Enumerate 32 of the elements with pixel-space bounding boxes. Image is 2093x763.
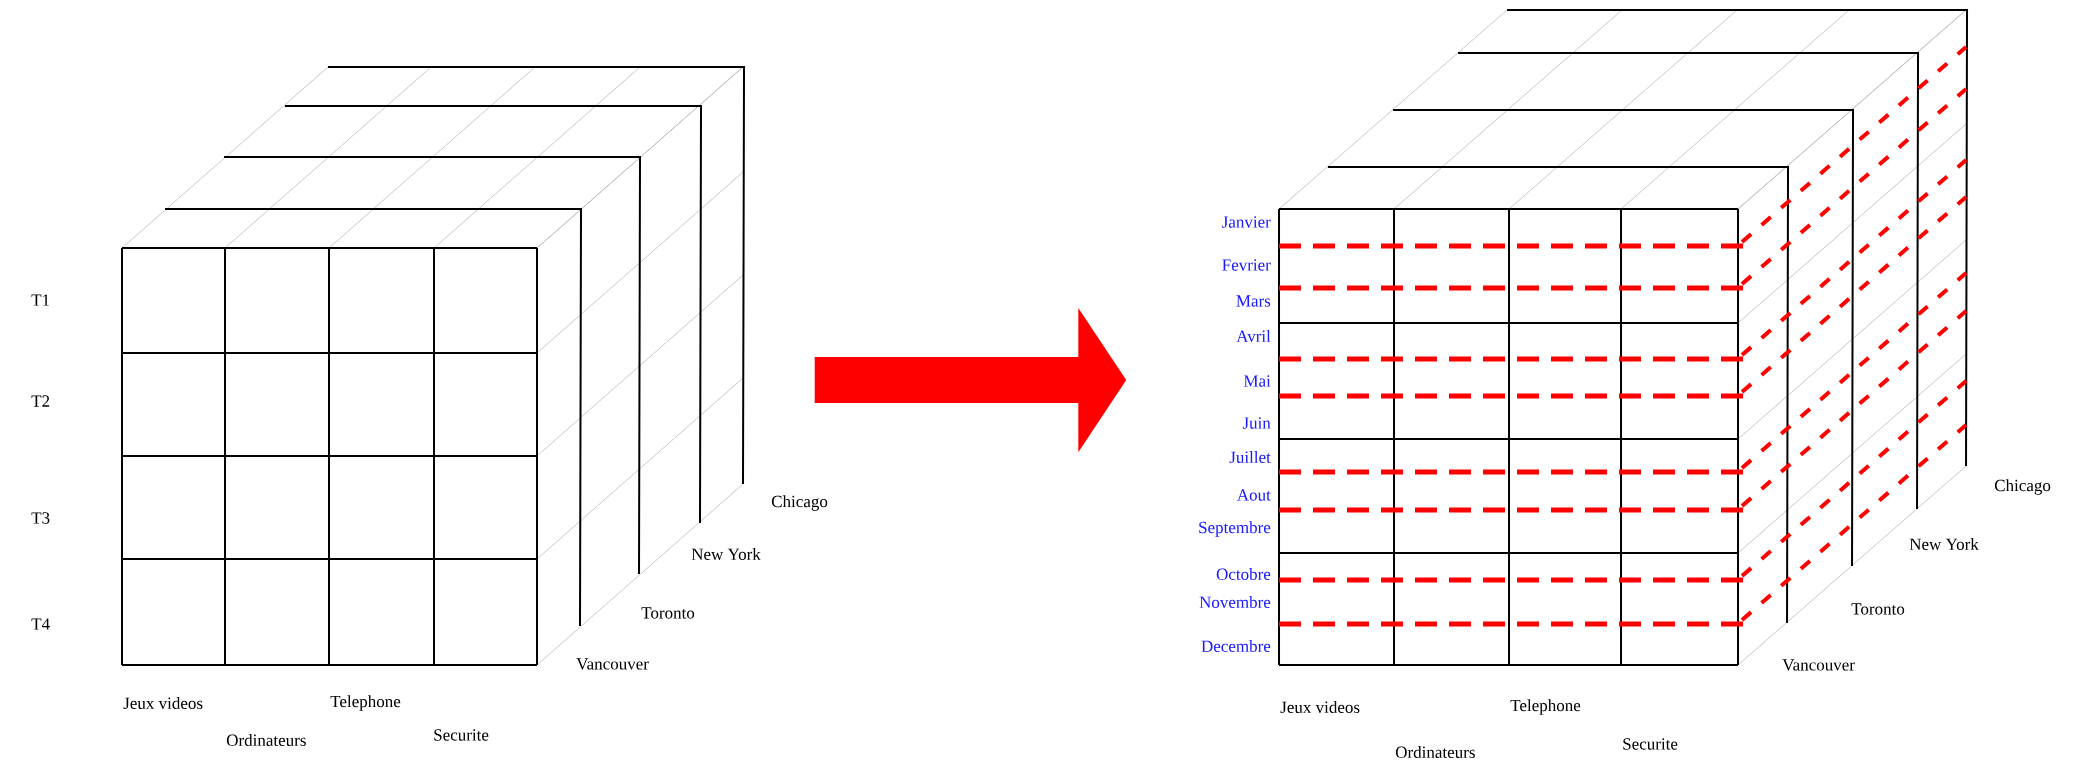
month-label: Novembre	[1199, 596, 1271, 608]
axis-label: T2	[31, 395, 50, 407]
axis-label: Securite	[434, 729, 489, 741]
axis-label: Ordinateurs	[1395, 746, 1475, 758]
month-label: Aout	[1237, 489, 1271, 501]
month-label: Fevrier	[1222, 259, 1271, 271]
axis-label: T1	[31, 294, 50, 306]
axis-label: Jeux videos	[123, 697, 203, 709]
month-label: Octobre	[1216, 568, 1271, 580]
month-label: Mai	[1243, 375, 1271, 387]
axis-label: Securite	[1623, 738, 1678, 750]
axis-label: Telephone	[330, 695, 401, 711]
month-label: Septembre	[1199, 521, 1271, 537]
axis-label: Telephone	[1510, 699, 1581, 715]
month-label: Decembre	[1201, 640, 1271, 652]
month-label: Juin	[1242, 417, 1271, 429]
month-label: Mars	[1236, 295, 1271, 307]
axis-label: T4	[31, 618, 50, 630]
axis-label: Vancouver	[576, 658, 649, 670]
axis-label: Ordinateurs	[226, 734, 306, 746]
axis-label: Toronto	[641, 607, 695, 619]
month-label: Janvier	[1222, 216, 1271, 228]
month-label: Avril	[1236, 330, 1271, 342]
month-label: Juillet	[1229, 451, 1271, 463]
axis-label: Chicago	[771, 495, 828, 511]
axis-label: Jeux videos	[1280, 701, 1360, 713]
axis-label: Chicago	[1994, 479, 2051, 495]
axis-label: Toronto	[1851, 603, 1905, 615]
axis-label: Vancouver	[1782, 659, 1855, 671]
axis-label: T3	[31, 512, 50, 524]
axis-label: New York	[1909, 538, 1979, 550]
axis-label: New York	[691, 548, 761, 560]
